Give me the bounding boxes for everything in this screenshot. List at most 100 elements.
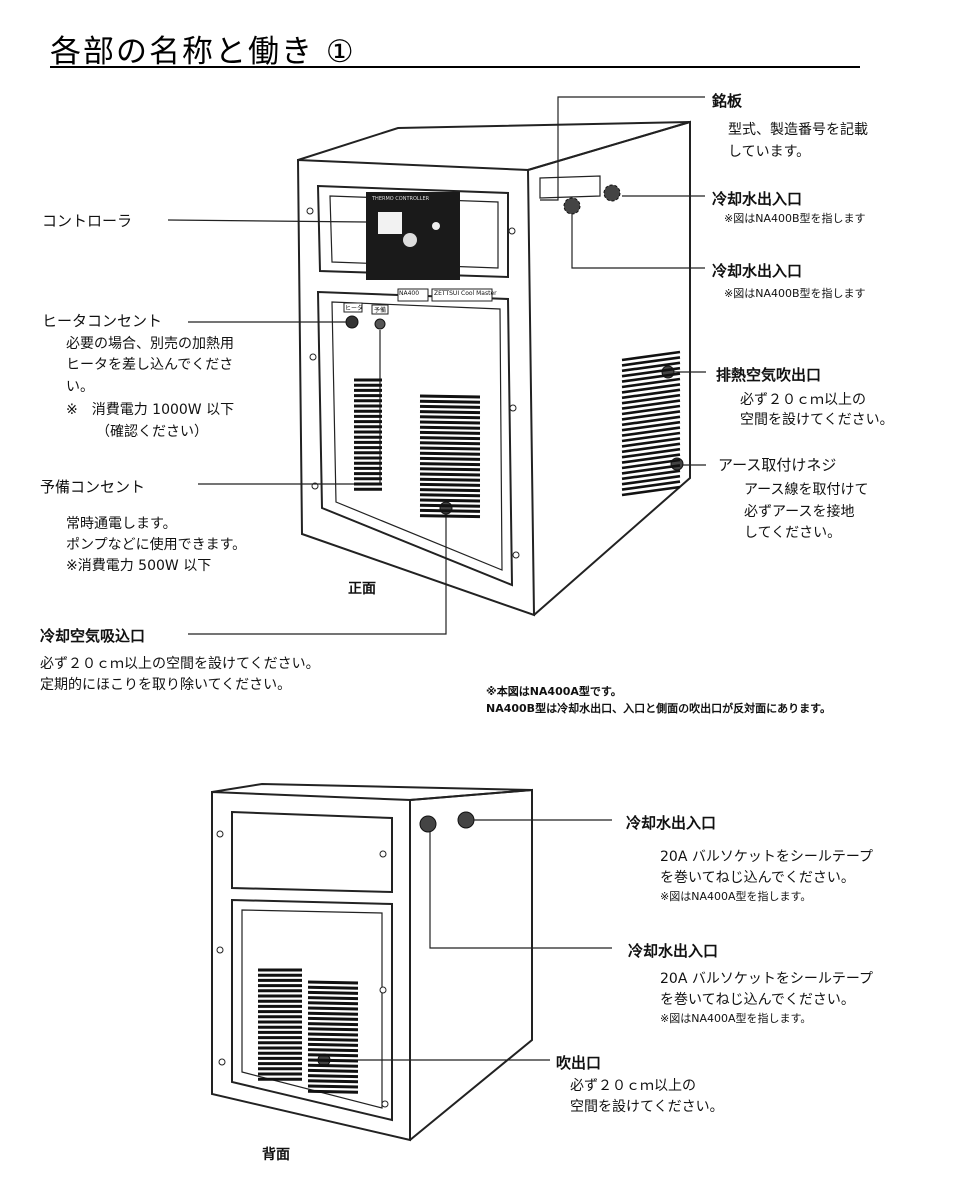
grille-slat bbox=[419, 436, 481, 441]
earth-desc-2: 必ずアースを接地 bbox=[744, 504, 855, 520]
grille-slat bbox=[621, 474, 681, 486]
grille-slat bbox=[621, 404, 681, 416]
grille-slat bbox=[621, 426, 681, 437]
grille-slat bbox=[307, 1032, 359, 1037]
back-outlet2-desc-1: 20A バルソケットをシールテープ bbox=[660, 971, 874, 987]
heater-desc-3: い。 bbox=[66, 379, 94, 395]
grille-slat bbox=[307, 990, 359, 995]
back-outlet2-note: ※図はNA400A型を指します。 bbox=[660, 1012, 812, 1025]
earth-desc-1: アース線を取付けて bbox=[744, 482, 869, 498]
spare-tag: 予備 bbox=[374, 307, 387, 314]
exhaust-desc-2: 空間を設けてください。 bbox=[740, 412, 894, 428]
grille-slat bbox=[419, 482, 481, 487]
title-underline bbox=[50, 66, 860, 68]
grille-slat bbox=[419, 508, 481, 513]
heater-desc-1: 必要の場合、別売の加熱用 bbox=[66, 336, 234, 352]
grille-slat bbox=[621, 399, 681, 410]
grille-slat bbox=[419, 472, 481, 477]
grille-slat bbox=[621, 356, 681, 367]
front-caption: 正面 bbox=[348, 581, 376, 597]
grille-slat bbox=[621, 361, 681, 373]
grille-slat bbox=[621, 447, 681, 459]
grille-slat bbox=[419, 493, 481, 498]
grille-slat bbox=[307, 1022, 359, 1027]
grille-slat bbox=[621, 480, 681, 491]
grille-slat bbox=[419, 467, 481, 472]
exhaust-title: 排熱空気吹出口 bbox=[716, 366, 822, 384]
grille-slat bbox=[621, 410, 681, 421]
nameplate-desc-1: 型式、製造番号を記載 bbox=[728, 122, 868, 138]
grille-slat bbox=[621, 458, 681, 470]
nameplate-title: 銘板 bbox=[712, 92, 743, 110]
grille-slat bbox=[307, 1006, 359, 1011]
controller-title: コントローラ bbox=[42, 212, 133, 230]
grille-slat bbox=[621, 420, 681, 432]
heater-desc-2: ヒータを差し込んでくださ bbox=[66, 357, 234, 373]
grille-slat bbox=[419, 451, 481, 456]
back-caption: 背面 bbox=[262, 1147, 290, 1163]
exhaust-desc-1: 必ず２０ｃｍ以上の bbox=[740, 392, 866, 408]
grille-slat bbox=[621, 372, 681, 383]
grille-slat bbox=[307, 980, 359, 985]
model-note-1: ※本図はNA400A型です。 bbox=[486, 685, 622, 698]
grille-slat bbox=[419, 462, 481, 467]
grille-slat bbox=[419, 425, 481, 430]
model-note-2: NA400B型は冷却水出口、入口と側面の吹出口が反対面にあります。 bbox=[486, 702, 831, 715]
grille-slat bbox=[621, 469, 681, 481]
heater-tag: ヒータ bbox=[345, 305, 364, 312]
grille-slat bbox=[419, 503, 481, 508]
intake-title: 冷却空気吸込口 bbox=[40, 627, 146, 645]
spare-desc-3: ※消費電力 500W 以下 bbox=[66, 558, 212, 574]
intake-desc-2: 定期的にほこりを取り除いてください。 bbox=[40, 677, 292, 693]
nameplate-desc-2: しています。 bbox=[728, 144, 811, 160]
grille-slat bbox=[419, 420, 481, 425]
outlet1-title: 冷却水出入口 bbox=[712, 190, 803, 208]
grille-slat bbox=[419, 415, 481, 420]
grille-slat bbox=[419, 394, 481, 399]
grille-slat bbox=[419, 410, 481, 415]
spare-title: 予備コンセント bbox=[40, 478, 146, 496]
right-plate: ZETTSUI Cool Master bbox=[434, 290, 497, 297]
earth-desc-3: してください。 bbox=[744, 525, 842, 541]
grille-slat bbox=[621, 393, 681, 405]
heater-desc-4: ※ 消費電力 1000W 以下 bbox=[66, 402, 235, 418]
grille-slat bbox=[307, 1053, 359, 1058]
grille-slat bbox=[307, 1074, 359, 1079]
grille-slat bbox=[419, 477, 481, 482]
back-outlet1-desc-2: を巻いてねじ込んでください。 bbox=[660, 870, 855, 886]
grille-slat bbox=[307, 1063, 359, 1068]
grille-slat bbox=[621, 415, 681, 427]
grille-slat bbox=[621, 350, 681, 362]
grille-slat bbox=[419, 446, 481, 451]
grille-slat bbox=[307, 1068, 359, 1073]
grille-slat bbox=[419, 488, 481, 493]
intake-desc-1: 必ず２０ｃｍ以上の空間を設けてください。 bbox=[40, 656, 320, 672]
earth-title: アース取付けネジ bbox=[718, 456, 837, 474]
back-vent-desc-1: 必ず２０ｃｍ以上の bbox=[570, 1078, 696, 1094]
outlet2-title: 冷却水出入口 bbox=[712, 262, 803, 280]
grille-slat bbox=[621, 453, 681, 464]
grille-slat bbox=[419, 498, 481, 503]
outlet2-note: ※図はNA400B型を指します bbox=[724, 287, 866, 300]
spare-desc-1: 常時通電します。 bbox=[66, 516, 177, 532]
grille-slat bbox=[307, 1084, 359, 1089]
back-outlet2-title: 冷却水出入口 bbox=[628, 942, 719, 960]
grille-slat bbox=[419, 441, 481, 446]
controller-brand: THERMO CONTROLLER bbox=[372, 196, 430, 202]
grille-slat bbox=[621, 383, 681, 394]
grille-slat bbox=[419, 404, 481, 409]
grille-slat bbox=[307, 1048, 359, 1053]
back-outlet1-desc-1: 20A バルソケットをシールテープ bbox=[660, 849, 874, 865]
grille-slat bbox=[307, 1058, 359, 1063]
heater-title: ヒータコンセント bbox=[42, 312, 163, 330]
grille-slat bbox=[307, 985, 359, 990]
back-outlet1-note: ※図はNA400A型を指します。 bbox=[660, 890, 812, 903]
grille-slat bbox=[621, 377, 681, 389]
grille-slat bbox=[307, 996, 359, 1001]
grille-slat bbox=[307, 1011, 359, 1016]
back-vent-title: 吹出口 bbox=[556, 1054, 602, 1072]
grille-slat bbox=[307, 1079, 359, 1084]
spare-desc-2: ポンプなどに使用できます。 bbox=[66, 537, 247, 553]
outlet1-note: ※図はNA400B型を指します bbox=[724, 212, 866, 225]
